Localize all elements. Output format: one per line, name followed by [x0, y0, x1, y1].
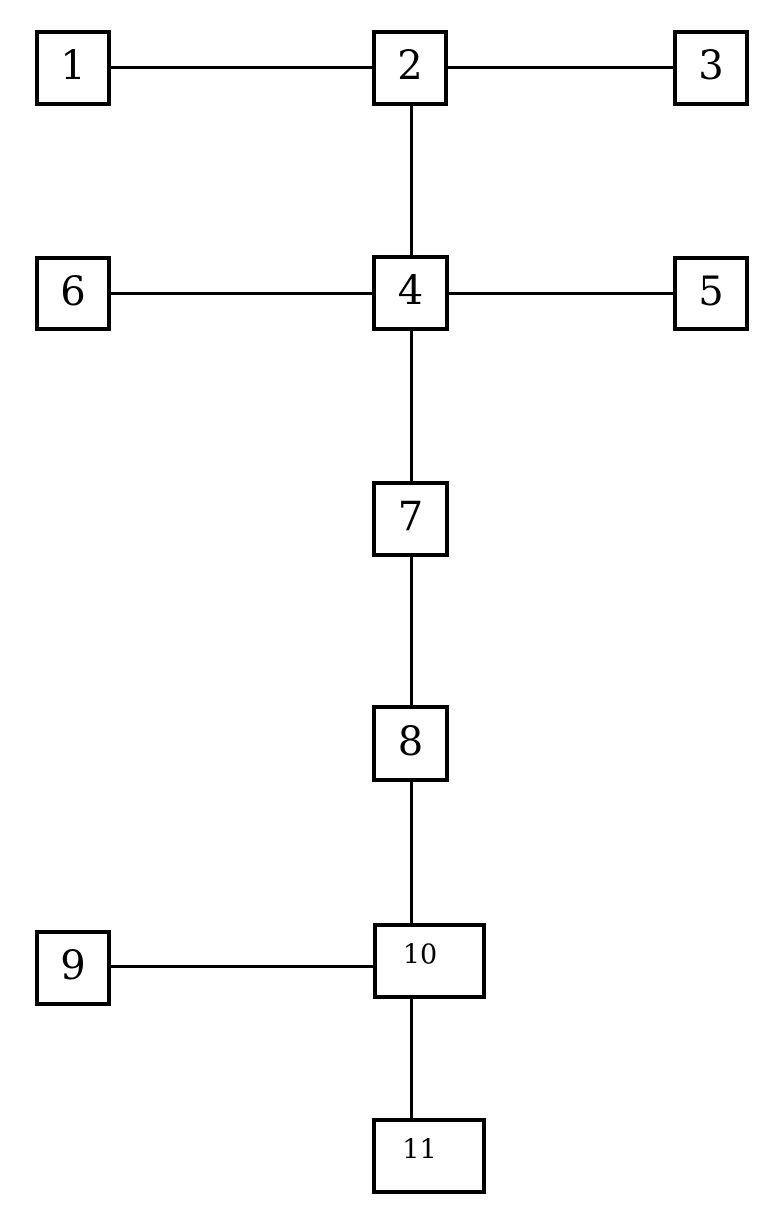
- node-10-label: 10: [402, 939, 438, 971]
- node-2-label: 2: [397, 43, 423, 89]
- node-8: 8: [372, 705, 449, 782]
- node-4: 4: [372, 255, 449, 331]
- node-10: 10: [373, 923, 486, 999]
- node-4-label: 4: [397, 268, 424, 314]
- node-9-label: 9: [60, 943, 86, 989]
- edge-10-11: [410, 999, 413, 1118]
- node-11: 11: [372, 1118, 486, 1194]
- node-7-label: 7: [397, 494, 424, 540]
- edge-4-7: [410, 331, 413, 481]
- node-11-label: 11: [402, 1134, 437, 1166]
- node-2: 2: [372, 30, 448, 106]
- node-5: 5: [673, 256, 749, 331]
- edge-1-2: [111, 66, 372, 69]
- node-3-label: 3: [698, 43, 724, 89]
- node-7: 7: [372, 481, 449, 557]
- edge-4-5: [449, 292, 673, 295]
- edge-7-8: [410, 557, 413, 705]
- node-8-label: 8: [397, 718, 424, 765]
- edge-6-4: [111, 292, 372, 295]
- node-1-label: 1: [60, 43, 86, 89]
- edge-2-3: [448, 66, 673, 69]
- node-6: 6: [35, 256, 111, 331]
- edge-9-10: [111, 965, 373, 968]
- node-9: 9: [35, 930, 111, 1006]
- node-3: 3: [673, 30, 749, 106]
- node-1: 1: [35, 30, 111, 106]
- node-6-label: 6: [60, 268, 86, 315]
- node-5-label: 5: [698, 268, 724, 315]
- edge-2-4: [410, 106, 413, 255]
- edge-8-10: [410, 782, 413, 923]
